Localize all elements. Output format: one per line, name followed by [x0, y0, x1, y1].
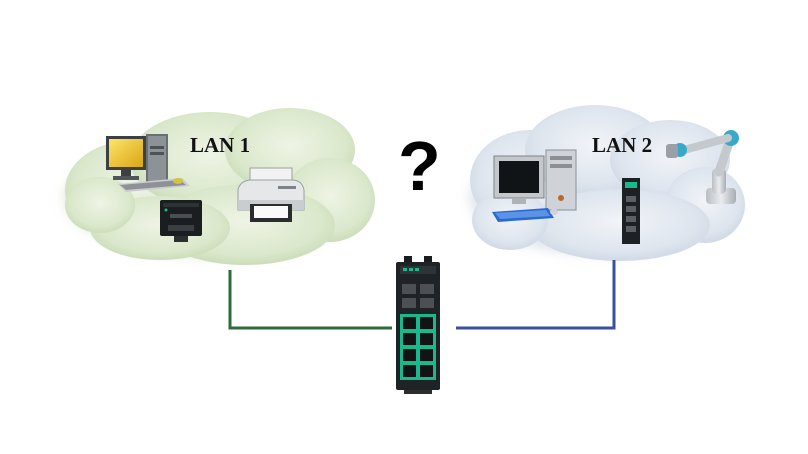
lan2-label: LAN 2 — [592, 133, 652, 157]
question-mark: ? — [398, 127, 441, 205]
lan1-cloud: LAN 1 — [65, 108, 375, 265]
desktop-computer-icon — [106, 134, 190, 192]
din-rail-switch-icon — [622, 178, 640, 244]
robot-arm-icon — [666, 130, 739, 204]
lan2-link — [456, 260, 616, 330]
lan2-cloud: LAN 2 — [470, 105, 745, 261]
industrial-ethernet-switch-icon — [396, 256, 440, 394]
serial-device-server-icon — [160, 200, 202, 242]
lan1-label: LAN 1 — [190, 133, 250, 157]
desktop-computer-icon — [492, 149, 577, 222]
lan1-link — [228, 270, 392, 330]
printer-icon — [237, 167, 305, 222]
